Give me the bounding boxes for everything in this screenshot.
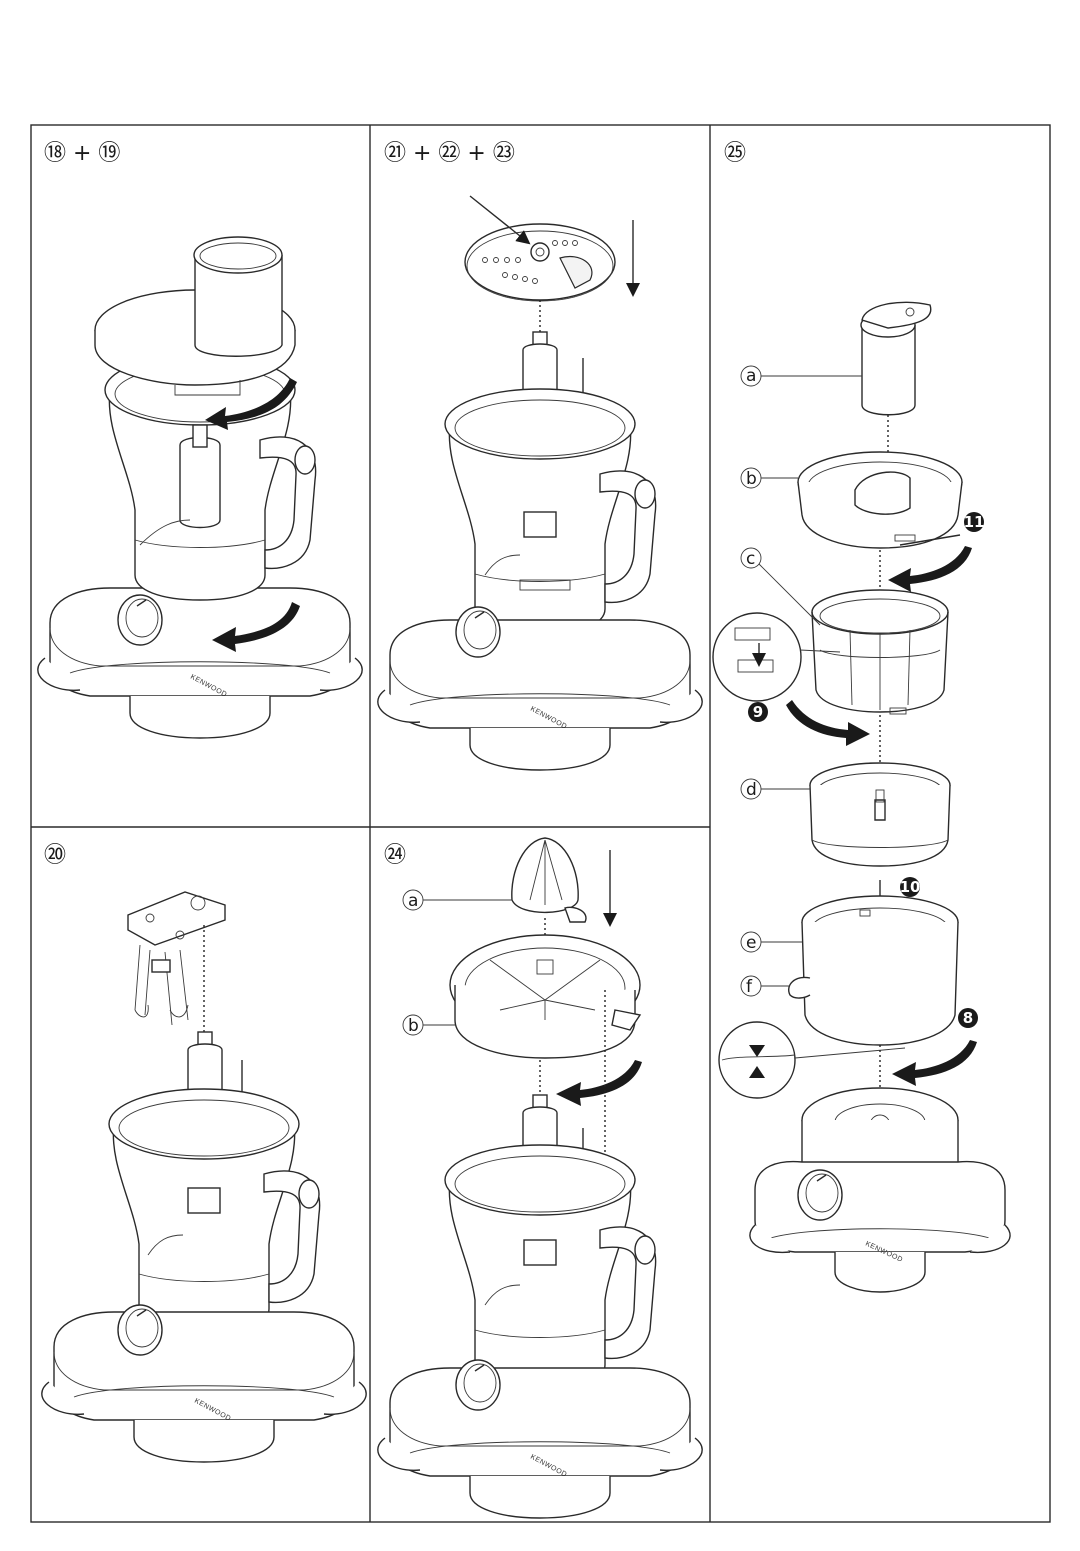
rotate-arrow-bowl	[892, 1040, 977, 1086]
rotate-arrow-lid	[205, 378, 297, 430]
bowl-inner-coupling	[484, 511, 571, 591]
panel-grid	[30, 124, 1051, 1523]
detail-zoom-latch	[712, 612, 841, 702]
bowl-inner-coupling	[484, 1239, 557, 1306]
juicer-lid	[797, 451, 963, 549]
panel-title-18-19: ⑱ + ⑲	[44, 141, 120, 166]
whisk-attachment	[127, 891, 226, 1026]
label-c-circle	[740, 547, 762, 569]
panel-citrus-press: ㉔ a b	[377, 837, 703, 1519]
panel-lid-and-feed-tube: ⑱ + ⑲ KENWOOD	[37, 141, 363, 739]
speed-dial	[797, 1169, 843, 1221]
filter-basket	[811, 589, 949, 715]
food-pusher	[860, 301, 932, 416]
step-10-badge: 10	[900, 877, 921, 897]
svg-text:8: 8	[963, 1009, 973, 1027]
panel-juicer-assembly: ㉕ a b 11	[712, 141, 1011, 1293]
step-9-badge: 9	[748, 702, 768, 722]
svg-text:11: 11	[964, 513, 985, 531]
label-a: a	[746, 366, 756, 386]
label-c: c	[746, 549, 755, 569]
panel-disc-assembly: ㉑ + ㉒ + ㉓	[377, 141, 703, 771]
rotate-arrow-basket	[786, 700, 870, 746]
panel-dough-tool: ⑳ KENWOOD	[41, 843, 367, 1463]
bowl-inner-coupling	[147, 1187, 221, 1256]
label-a: a	[408, 891, 418, 911]
juicer-bowl	[788, 895, 959, 1046]
panel-title-21-22-23: ㉑ + ㉒ + ㉓	[384, 141, 515, 166]
label-e: e	[746, 933, 756, 953]
speed-dial	[455, 606, 501, 658]
slicing-disc	[464, 223, 616, 302]
panel-title-24: ㉔	[384, 843, 406, 868]
processor-bowl	[444, 1144, 657, 1391]
label-b: b	[746, 469, 757, 489]
mixer-base: KENWOOD	[41, 1311, 367, 1463]
rotate-arrow-bowl	[212, 602, 300, 652]
drive-shaft	[139, 424, 221, 546]
mixer-base: KENWOOD	[377, 1367, 703, 1519]
panel-title-20: ⑳	[44, 843, 66, 868]
citrus-sieve	[449, 934, 642, 1059]
feed-tube	[193, 236, 283, 357]
juice-collector	[809, 762, 951, 867]
speed-dial	[117, 594, 163, 646]
rotate-arrow-sieve	[556, 1060, 642, 1106]
step-8-badge: 8	[958, 1008, 978, 1028]
speed-dial	[117, 1304, 163, 1356]
press-arrow-disc-center	[469, 195, 531, 245]
mixer-base: KENWOOD	[37, 587, 363, 739]
svg-text:9: 9	[753, 703, 763, 721]
label-b: b	[408, 1016, 419, 1036]
step-11-badge: 11	[964, 512, 985, 532]
label-f: f	[746, 977, 753, 997]
rotate-arrow-lid	[888, 546, 972, 592]
speed-dial	[455, 1359, 501, 1411]
mixer-base: KENWOOD	[377, 619, 703, 771]
motor-base: KENWOOD	[749, 1087, 1011, 1293]
panel-title-25: ㉕	[724, 141, 746, 166]
svg-text:10: 10	[900, 878, 921, 896]
citrus-reamer-cone	[511, 837, 587, 923]
label-d: d	[746, 780, 757, 800]
detail-zoom-alignment	[718, 1021, 906, 1099]
